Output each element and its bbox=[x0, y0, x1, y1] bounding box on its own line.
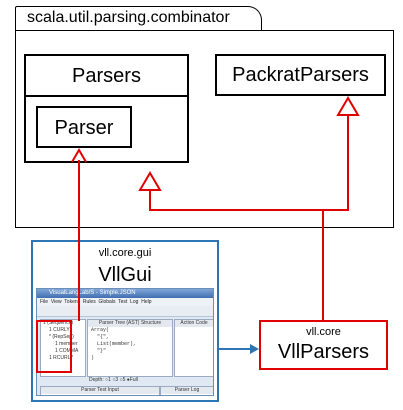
menu-item: Tokens bbox=[64, 299, 81, 305]
depth-row: Depth: ○1 ○3 ○5 ●Full bbox=[89, 377, 138, 383]
code-line: "{", bbox=[97, 334, 110, 340]
menu-item: Log bbox=[130, 299, 139, 305]
tree-node: 1 CURLY bbox=[49, 327, 70, 333]
vllgui-package-name: vll.core.gui bbox=[98, 247, 152, 259]
depth-option[interactable]: Full bbox=[129, 377, 138, 383]
screenshot-ast-pane: Parser Tree (AST) Structure Array( "{", … bbox=[87, 319, 173, 377]
menu-item: Globals bbox=[98, 299, 116, 305]
parser-log-header: Parser Log bbox=[161, 387, 213, 394]
parser-class-name: Parser bbox=[54, 117, 114, 139]
action-pane-header: Action Code bbox=[175, 320, 213, 327]
vllparsers-packrat-line bbox=[323, 115, 349, 211]
parsers-divider bbox=[26, 95, 187, 97]
screenshot-test-input: Parser Test Input bbox=[40, 386, 160, 395]
code-line: Array( bbox=[91, 327, 110, 333]
tree-highlight-box bbox=[36, 320, 72, 373]
screenshot-toolbar bbox=[37, 306, 213, 317]
packrat-parsers-class: PackratParsers bbox=[215, 54, 386, 96]
screenshot-action-pane: Action Code bbox=[174, 319, 213, 377]
menu-item: Test bbox=[118, 299, 128, 305]
parsers-inheritance-arrow bbox=[138, 171, 162, 191]
menu-item: File bbox=[40, 299, 49, 305]
tree-node: 1 RCURLY bbox=[49, 355, 74, 361]
vllparsers-package-name: vll.core bbox=[306, 326, 341, 338]
package-tab: scala.util.parsing.combinator bbox=[15, 6, 262, 31]
vllparsers-parsers-line bbox=[149, 190, 324, 320]
depth-label: Depth: bbox=[89, 377, 104, 383]
screenshot-menu: File View Tokens Rules Globals Test Log … bbox=[37, 298, 213, 306]
parser-dependency-arrowhead bbox=[71, 148, 87, 163]
tree-node: 1 COMMA bbox=[55, 348, 79, 354]
menu-item: View bbox=[50, 299, 62, 305]
screenshot-title: VisualLangLab/S - Simple.JSON bbox=[37, 289, 213, 298]
parsers-class-name: Parsers bbox=[72, 65, 141, 87]
menu-item: Rules bbox=[82, 299, 96, 305]
tree-node: 1 member bbox=[55, 341, 78, 347]
code-line: "}" bbox=[97, 348, 107, 354]
depth-option[interactable]: 5 bbox=[122, 377, 126, 383]
vllparsers-dependency-arrowhead bbox=[250, 344, 259, 354]
vllgui-screenshot: VisualLangLab/S - Simple.JSON File View … bbox=[36, 288, 214, 396]
vllparsers-class-name: VllParsers bbox=[277, 341, 370, 363]
code-line: ) bbox=[91, 355, 95, 361]
ast-pane-header: Parser Tree (AST) Structure bbox=[88, 320, 172, 327]
tree-node: 1 (Sequence) bbox=[43, 320, 74, 326]
tree-node: * (RepSep) bbox=[49, 334, 74, 340]
parser-class: Parser bbox=[36, 106, 132, 148]
packrat-inheritance-arrow bbox=[336, 96, 360, 116]
depth-option[interactable]: 1 bbox=[108, 377, 111, 383]
screenshot-tree-pane: 1 (Sequence) 1 CURLY * (RepSep) 1 member… bbox=[40, 319, 86, 377]
code-line: List(member), bbox=[97, 341, 137, 347]
test-input-header: Parser Test Input bbox=[41, 387, 159, 394]
vllgui-class-name: VllGui bbox=[98, 264, 152, 286]
package-name: scala.util.parsing.combinator bbox=[27, 9, 230, 26]
packrat-parsers-class-name: PackratParsers bbox=[232, 64, 369, 86]
depth-option[interactable]: 3 bbox=[115, 377, 119, 383]
vllparsers-class: vll.core VllParsers bbox=[259, 320, 388, 370]
screenshot-parser-log: Parser Log bbox=[160, 386, 213, 395]
menu-item: Help bbox=[141, 299, 152, 305]
